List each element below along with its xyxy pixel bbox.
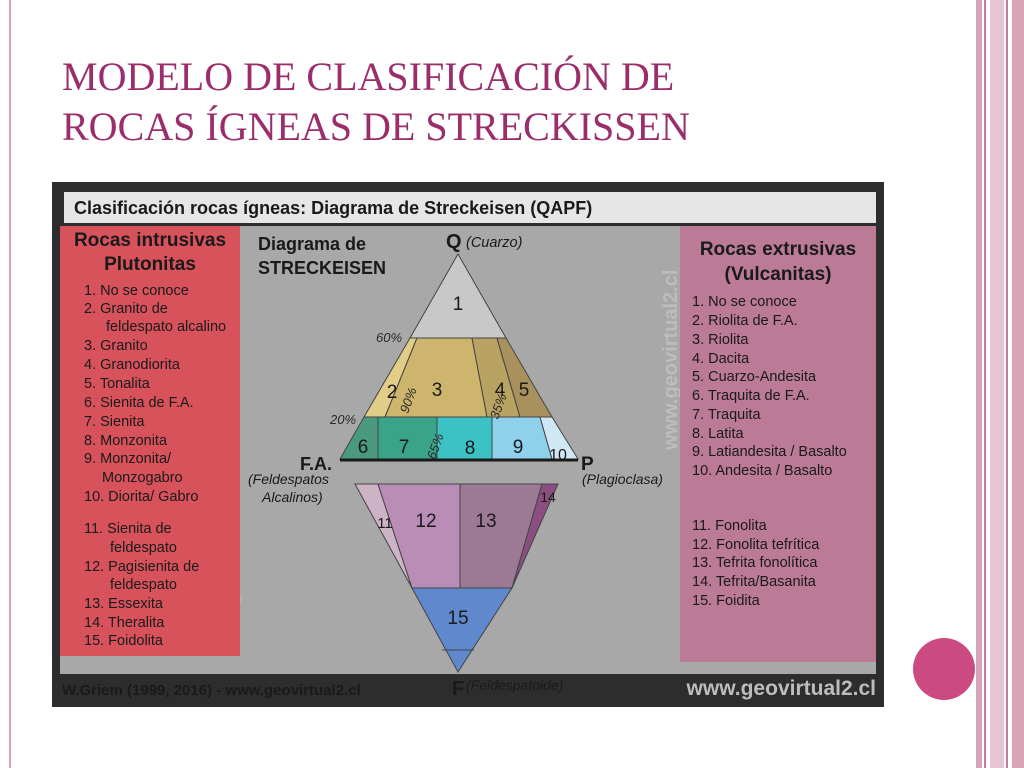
extrusive-panel xyxy=(680,226,876,662)
field-label-2: 2 xyxy=(387,382,398,403)
extrusive-title-line1: Rocas extrusivas xyxy=(700,239,856,260)
extrusive-item: 5. Cuarzo-Andesita xyxy=(692,369,817,385)
vertex-f-letter: F xyxy=(452,678,464,700)
extrusive-item: 1. No se conoce xyxy=(692,294,797,310)
field-14 xyxy=(511,483,559,589)
field-label-13: 13 xyxy=(475,511,496,532)
extrusive-item: 15. Foidita xyxy=(692,593,761,609)
figure-header-bar xyxy=(64,192,876,223)
vertex-a-label-line2: Alcalinos) xyxy=(261,489,323,505)
field-label-4: 4 xyxy=(495,380,506,401)
extrusive-item: 12. Fonolita tefrítica xyxy=(692,537,820,553)
footer-watermark: www.geovirtual2.cl xyxy=(686,677,876,700)
extrusive-item: 13. Tefrita fonolítica xyxy=(692,555,818,571)
intrusive-item: feldespato alcalino xyxy=(106,319,226,335)
vertex-labels: Q (Cuarzo) F.A. (Feldespatos Alcalinos) … xyxy=(248,231,663,700)
watermark-mid: www.geovirtual2.cl xyxy=(660,270,682,451)
streckeisen-diagram: Clasificación rocas ígneas: Diagrama de … xyxy=(60,192,876,700)
intrusive-item: 15. Foidolita xyxy=(84,633,164,649)
intrusive-title-line1: Rocas intrusivas xyxy=(74,230,226,251)
intrusive-item: 5. Tonalita xyxy=(84,376,151,392)
pct-60-label: 60% xyxy=(376,330,402,345)
extrusive-title-line2: (Vulcanitas) xyxy=(725,264,832,285)
intrusive-item: feldespato xyxy=(110,577,177,593)
extrusive-item: 10. Andesita / Basalto xyxy=(692,463,832,479)
right-border-stripes xyxy=(976,0,1024,768)
field-label-9: 9 xyxy=(513,437,524,458)
vertex-a-label-line1: (Feldespatos xyxy=(248,471,329,487)
field-label-8: 8 xyxy=(465,438,476,459)
streckeisen-figure: Clasificación rocas ígneas: Diagrama de … xyxy=(52,182,884,707)
vertex-q-letter: Q xyxy=(446,231,462,253)
footer-credit: W.Griem (1999, 2016) - www.geovirtual2.c… xyxy=(62,682,361,699)
figure-header-text: Clasificación rocas ígneas: Diagrama de … xyxy=(74,198,592,218)
intrusive-panel-text: Rocas intrusivas Plutonitas 1. No se con… xyxy=(74,230,226,649)
intrusive-item: 7. Sienita xyxy=(84,414,145,430)
intrusive-item: 2. Granito de xyxy=(84,301,168,317)
diagram-title-line1: Diagrama de xyxy=(258,234,366,254)
extrusive-panel-text: Rocas extrusivas (Vulcanitas) 1. No se c… xyxy=(692,239,856,609)
field-label-1: 1 xyxy=(453,294,464,315)
field-labels: 1 2 3 4 5 6 7 8 9 10 11 12 13 14 15 xyxy=(358,294,567,629)
vertex-a-letter: F.A. xyxy=(300,454,332,474)
intrusive-item: 1. No se conoce xyxy=(84,283,189,299)
field-label-11: 11 xyxy=(377,515,393,532)
field-label-12: 12 xyxy=(415,511,436,532)
slide-title-line1: MODELO DE CLASIFICACIÓN DE xyxy=(62,54,675,99)
field-15 xyxy=(411,587,513,673)
field-label-14: 14 xyxy=(540,489,556,505)
extrusive-item: 2. Riolita de F.A. xyxy=(692,313,798,329)
diagram-title-line2: STRECKEISEN xyxy=(258,258,386,278)
intrusive-item: 4. Granodiorita xyxy=(84,357,181,373)
extrusive-item: 4. Dacita xyxy=(692,351,750,367)
field-label-3: 3 xyxy=(432,380,443,401)
intrusive-panel xyxy=(60,226,240,656)
intrusive-item: Monzogabro xyxy=(102,470,183,486)
intrusive-item: feldespato xyxy=(110,540,177,556)
intrusive-item: 6. Sienita de F.A. xyxy=(84,395,194,411)
intrusive-item: 8. Monzonita xyxy=(84,433,168,449)
field-label-10: 10 xyxy=(549,447,567,464)
vertex-p-label: (Plagioclasa) xyxy=(582,471,663,487)
extrusive-item: 11. Fonolita xyxy=(692,518,768,534)
intrusive-item: 9. Monzonita/ xyxy=(84,451,172,467)
vertex-f-label: (Feldespatoide) xyxy=(466,677,563,693)
extrusive-item: 3. Riolita xyxy=(692,332,749,348)
vertex-p-letter: P xyxy=(581,454,594,475)
extrusive-item: 14. Tefrita/Basanita xyxy=(692,574,817,590)
field-label-5: 5 xyxy=(519,380,530,401)
intrusive-item: 3. Granito xyxy=(84,338,148,354)
intrusive-item: 13. Essexita xyxy=(84,596,164,612)
field-label-15: 15 xyxy=(447,608,468,629)
qapf-fields xyxy=(339,252,579,673)
extrusive-item: 9. Latiandesita / Basalto xyxy=(692,444,847,460)
intrusive-item: 12. Pagisienita de xyxy=(84,559,199,575)
decorative-circle xyxy=(913,638,975,700)
extrusive-item: 7. Traquita xyxy=(692,407,761,423)
left-border-line xyxy=(9,0,11,768)
slide-title-line2: ROCAS ÍGNEAS DE STRECKISSEN xyxy=(62,104,690,149)
intrusive-title-line2: Plutonitas xyxy=(104,254,196,275)
slide-title: MODELO DE CLASIFICACIÓN DE ROCAS ÍGNEAS … xyxy=(62,52,902,152)
intrusive-item: 10. Diorita/ Gabro xyxy=(84,489,198,505)
field-label-6: 6 xyxy=(358,437,369,458)
extrusive-item: 6. Traquita de F.A. xyxy=(692,388,810,404)
extrusive-item: 8. Latita xyxy=(692,426,745,442)
vertex-q-label: (Cuarzo) xyxy=(466,235,522,251)
intrusive-item: 14. Theralita xyxy=(84,615,165,631)
field-label-7: 7 xyxy=(399,437,410,458)
intrusive-item: 11. Sienita de xyxy=(84,521,172,537)
pct-20-label: 20% xyxy=(329,412,356,427)
